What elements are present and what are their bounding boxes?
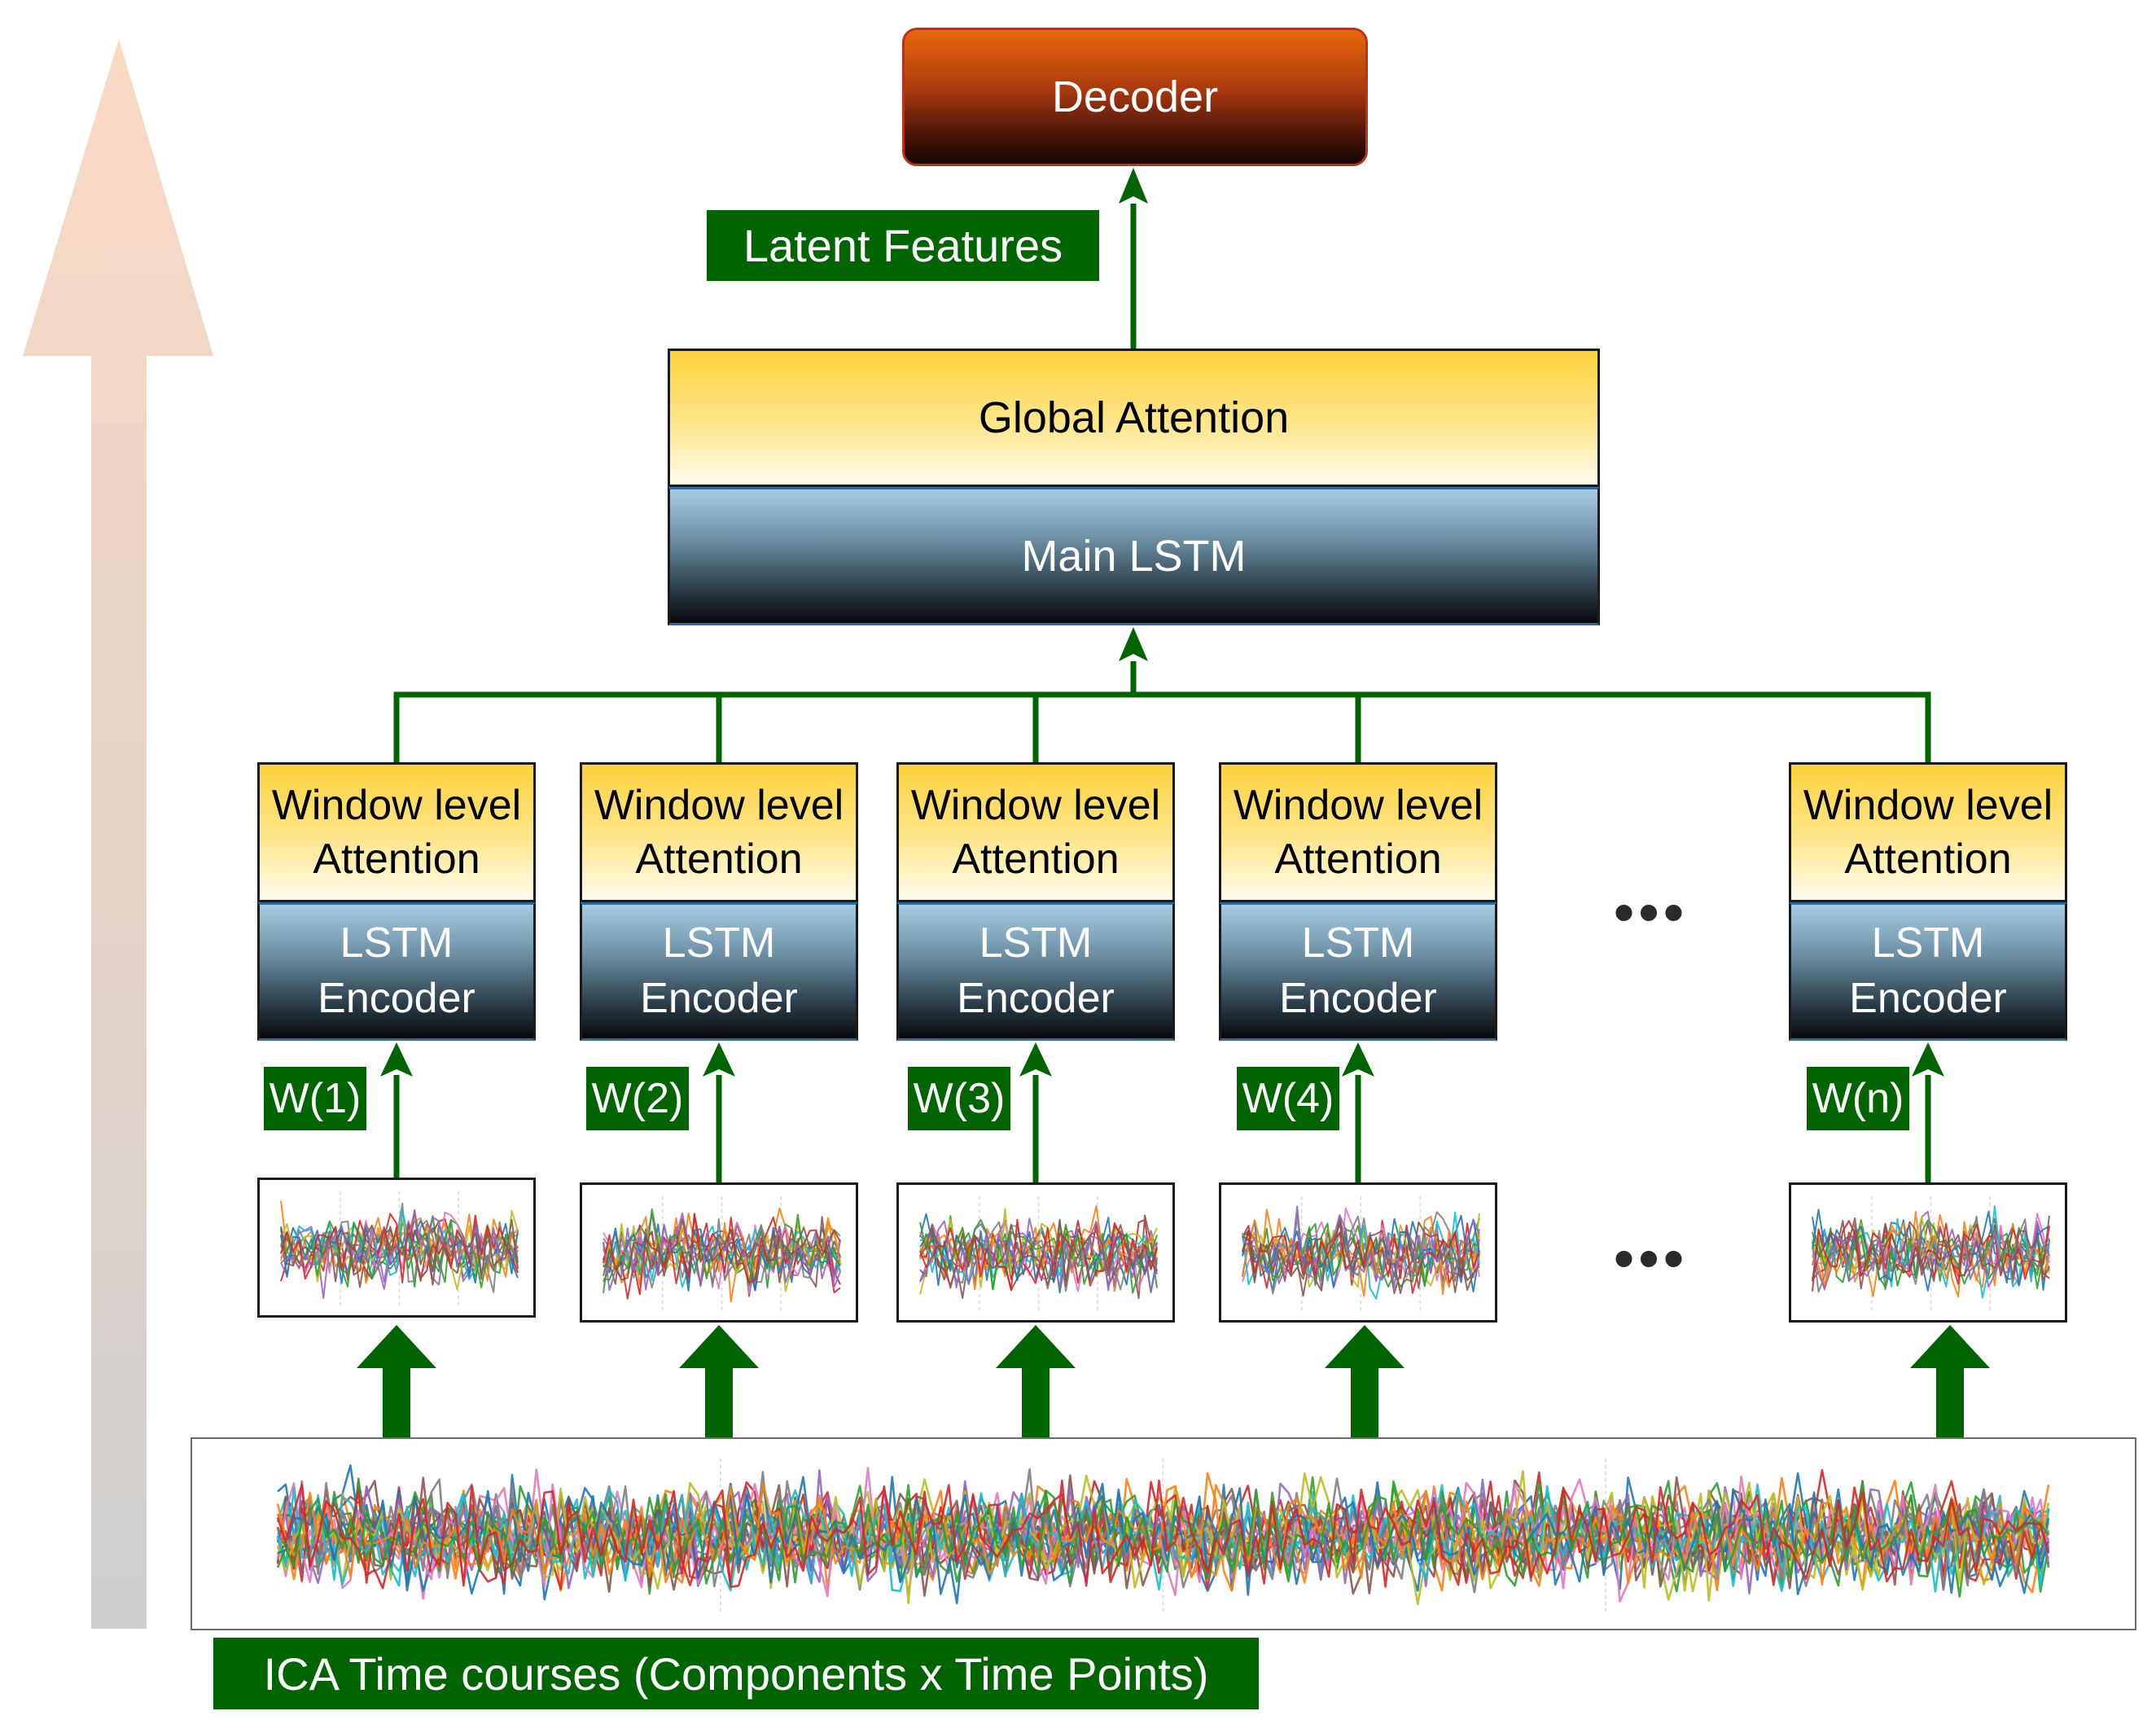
lstm-encoder-label: LSTM Encoder	[1849, 919, 2007, 1022]
merge-connector	[393, 204, 1931, 1182]
window-timeseries-thumbnail	[257, 1178, 536, 1318]
global-attention-block: Global Attention	[668, 349, 1600, 487]
window-attention-label: Window level Attention	[910, 781, 1161, 883]
input-arrow-4	[1325, 1325, 1404, 1437]
main-lstm-block: Main LSTM	[668, 487, 1600, 625]
window-attention-block: Window level Attention	[580, 762, 858, 902]
time-course-trace	[276, 1485, 2049, 1593]
window-timeseries-thumbnail	[896, 1182, 1175, 1323]
decoder-label: Decoder	[1051, 72, 1219, 121]
ica-timecourses-label: ICA Time courses (Components x Time Poin…	[213, 1638, 1259, 1709]
time-course-trace	[1242, 1209, 1480, 1297]
time-course-trace	[1812, 1219, 2050, 1288]
lstm-encoder-label: LSTM Encoder	[318, 919, 475, 1022]
time-course-trace	[603, 1217, 841, 1283]
ellipsis-windows: •••	[1614, 1226, 1689, 1290]
decoder-block: Decoder	[902, 28, 1368, 166]
window-attention-block: Window level Attention	[1789, 762, 2067, 902]
time-course-trace	[277, 1476, 2050, 1596]
arrowhead-encoder-4	[1342, 1042, 1374, 1077]
lstm-encoder-block: LSTM Encoder	[1789, 902, 2067, 1041]
time-course-trace	[603, 1212, 841, 1284]
time-course-trace	[919, 1229, 1158, 1287]
time-course-trace	[1812, 1222, 2050, 1289]
lstm-encoder-label: LSTM Encoder	[640, 919, 798, 1022]
main-lstm-label: Main LSTM	[1021, 532, 1247, 581]
window-attention-label: Window level Attention	[271, 781, 522, 883]
window-attention-label: Window level Attention	[594, 781, 844, 883]
window-attention-block: Window level Attention	[896, 762, 1175, 902]
window-label-1: W(1)	[264, 1067, 366, 1130]
lstm-encoder-block: LSTM Encoder	[896, 902, 1175, 1041]
time-course-trace	[919, 1218, 1158, 1291]
time-course-trace	[919, 1218, 1158, 1289]
input-arrow-2	[679, 1325, 759, 1437]
time-course-trace	[1812, 1217, 2050, 1283]
latent-features-label: Latent Features	[707, 210, 1099, 281]
lstm-encoder-block: LSTM Encoder	[257, 902, 536, 1041]
window-timeseries-thumbnail	[580, 1182, 858, 1323]
lstm-encoder-block: LSTM Encoder	[1219, 902, 1497, 1041]
window-attention-label: Window level Attention	[1233, 781, 1483, 883]
time-course-trace	[1242, 1211, 1480, 1300]
window-attention-block: Window level Attention	[257, 762, 536, 902]
window-attention-label: Window level Attention	[1803, 781, 2053, 883]
window-label-3: W(3)	[908, 1067, 1010, 1130]
arrowhead-encoder-n	[1912, 1042, 1944, 1077]
time-course-trace	[276, 1480, 2050, 1587]
arrowhead-decoder	[1119, 168, 1148, 204]
window-label-2: W(2)	[586, 1067, 689, 1130]
time-course-trace	[276, 1479, 2050, 1590]
lstm-encoder-label: LSTM Encoder	[957, 919, 1115, 1022]
arrowhead-encoder-3	[1019, 1042, 1052, 1077]
window-label-4: W(4)	[1237, 1067, 1339, 1130]
input-arrow-1	[357, 1325, 436, 1437]
time-course-trace	[1242, 1205, 1480, 1290]
window-label-n: W(n)	[1807, 1067, 1909, 1130]
global-attention-label: Global Attention	[978, 393, 1290, 442]
input-arrow-3	[996, 1325, 1076, 1437]
lstm-encoder-label: LSTM Encoder	[1279, 919, 1437, 1022]
time-course-trace	[1242, 1221, 1480, 1294]
arrowhead-encoder-2	[703, 1042, 735, 1077]
time-course-trace	[1812, 1224, 2050, 1281]
ica-timecourses-plot	[191, 1437, 2136, 1630]
window-timeseries-thumbnail	[1219, 1182, 1497, 1323]
lstm-encoder-block: LSTM Encoder	[580, 902, 858, 1041]
time-course-trace	[280, 1218, 519, 1283]
arrowhead-encoder-1	[380, 1042, 413, 1077]
time-course-trace	[603, 1212, 841, 1292]
window-attention-block: Window level Attention	[1219, 762, 1497, 902]
time-course-trace	[919, 1217, 1158, 1293]
window-timeseries-thumbnail	[1789, 1182, 2067, 1323]
flow-direction-arrow	[23, 39, 213, 1629]
ellipsis-encoders: •••	[1614, 880, 1689, 944]
arrowhead-main-lstm	[1119, 627, 1148, 661]
input-arrow-n	[1910, 1325, 1990, 1437]
